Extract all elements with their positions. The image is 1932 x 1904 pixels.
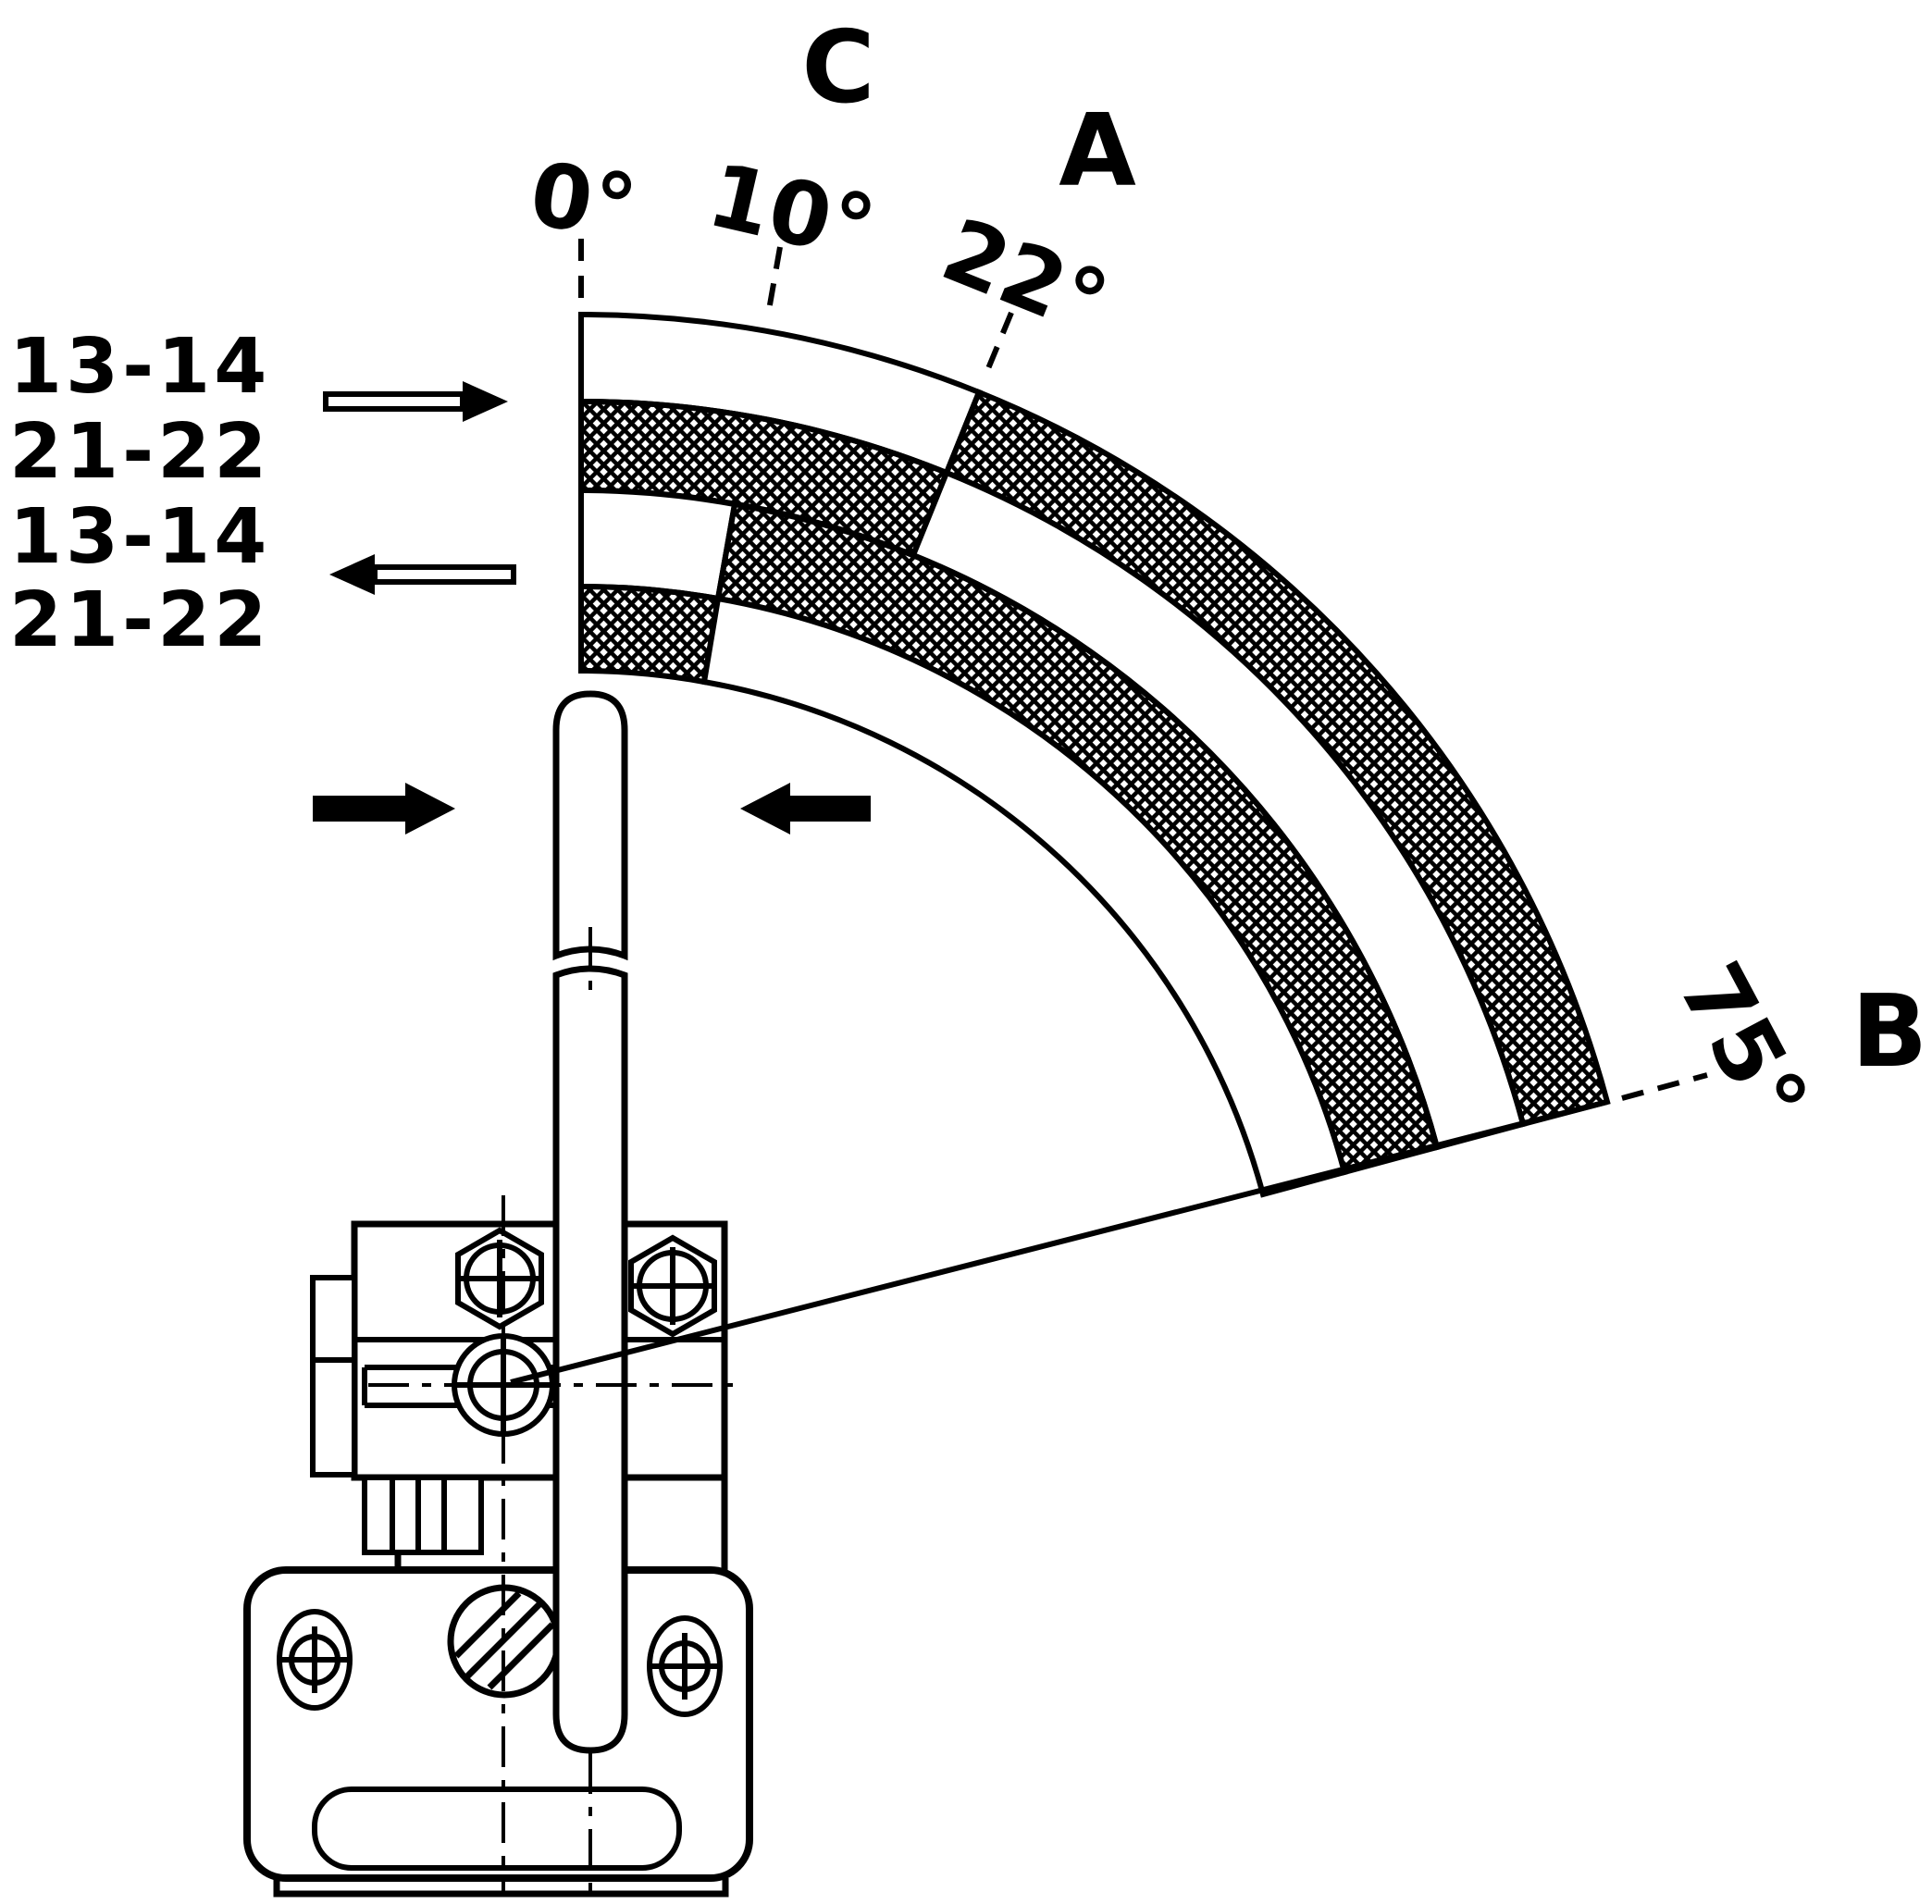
push-direction-arrows [313, 783, 871, 835]
band-inner-lower-10-75 [700, 595, 1348, 1198]
mounting-flange [310, 1275, 357, 1477]
rod-upper-section [552, 690, 628, 961]
screw-cross-slot [461, 1240, 539, 1317]
lever-75-deg-line [510, 1099, 1608, 1385]
contact-label-forward-2: 21-22 [9, 408, 270, 496]
zone-labels: C A B [801, 10, 1927, 1090]
arrow-shaft [323, 391, 465, 412]
tick-22-deg [982, 311, 1014, 379]
arrow-shaft [313, 796, 407, 822]
zone-label-b: B [1852, 974, 1927, 1090]
connector-segments [390, 1477, 447, 1552]
arrow-head [463, 381, 508, 422]
lever-rod [552, 690, 628, 1754]
connector-body [362, 1475, 484, 1555]
tick-10-deg [765, 246, 783, 316]
contact-label-forward-1: 13-14 [9, 323, 270, 411]
screw-diagonal-slot [453, 1590, 555, 1690]
contact-label-return-1: 13-14 [9, 493, 270, 581]
mounting-hole-right-icon [647, 1615, 723, 1717]
actuation-fan [578, 239, 1708, 1198]
arrow-right-solid-icon [313, 783, 455, 835]
band-inner-upper-0-10 [578, 487, 738, 602]
hole-cross [281, 1626, 348, 1693]
arrow-shaft [788, 796, 871, 822]
limit-switch-body [243, 1220, 753, 1898]
arrow-right-outline-icon [323, 381, 508, 422]
angle-label-0: 0° [524, 143, 643, 260]
hex-screw-left-icon [455, 1227, 544, 1330]
arrow-head [329, 554, 375, 595]
contact-legend: 13-14 21-22 13-14 21-22 [9, 323, 516, 664]
terminal-connector [362, 1475, 484, 1555]
arrow-shaft [372, 564, 516, 585]
hex-screw-right-icon [628, 1234, 717, 1338]
arrow-head [405, 783, 455, 835]
zone-label-a: A [1059, 93, 1136, 209]
angle-label-22: 22° [929, 199, 1121, 355]
screw-cross-slot [634, 1247, 712, 1325]
mounting-hole-left-icon [277, 1609, 353, 1711]
arrow-left-solid-icon [740, 783, 871, 835]
zone-label-c: C [801, 10, 874, 126]
band-inner-lower-0-10-hatched [578, 583, 722, 686]
angle-label-75: 75° [1658, 947, 1826, 1142]
arrow-left-outline-icon [329, 554, 516, 595]
contact-label-return-2: 21-22 [9, 576, 270, 664]
centerlines [368, 1195, 733, 1893]
hole-cross [651, 1633, 718, 1700]
cable-slot [312, 1787, 682, 1871]
tick-75-deg [1621, 1072, 1708, 1101]
housing-base-lip [273, 1878, 729, 1898]
arrow-head [740, 783, 790, 835]
angle-label-10: 10° [700, 144, 885, 281]
